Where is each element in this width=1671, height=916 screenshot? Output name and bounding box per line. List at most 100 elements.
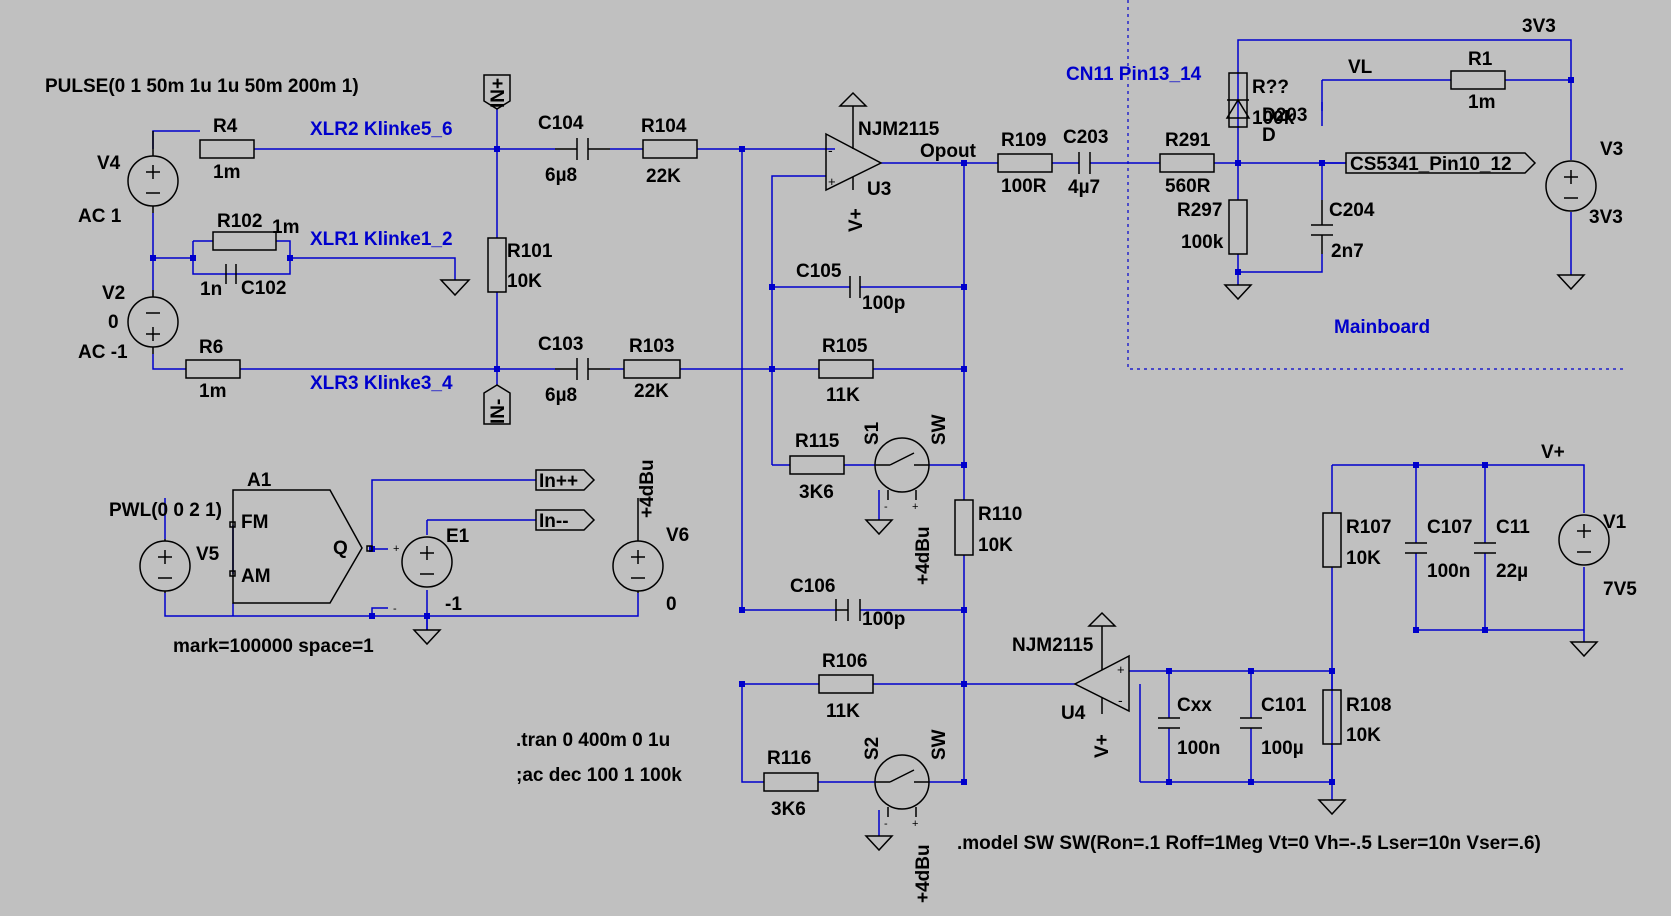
- v5-name: V5: [196, 544, 220, 565]
- opamp-labels: NJM2115 U3 V+ NJM2115 U4 V+: [846, 119, 1113, 758]
- net-xlr2: XLR2 Klinke5_6: [310, 119, 453, 140]
- pwl-directive: PWL(0 0 2 1): [109, 500, 222, 521]
- r102-name: R102: [217, 211, 262, 232]
- resistor-r110[interactable]: [954, 499, 974, 556]
- resistor-r101[interactable]: [487, 237, 507, 293]
- capacitor-c101[interactable]: [1240, 717, 1262, 729]
- supply-arrow-u3: [838, 91, 868, 120]
- v2-name: V2: [102, 283, 125, 304]
- source-v2[interactable]: [127, 290, 179, 354]
- c101-name: C101: [1261, 695, 1307, 716]
- source-v6[interactable]: [612, 498, 664, 593]
- svg-text:+: +: [912, 818, 918, 830]
- opamp-u4[interactable]: + -: [1073, 640, 1130, 714]
- a1-q: Q: [333, 538, 348, 559]
- resistor-r115[interactable]: [789, 455, 845, 475]
- resistor-r102[interactable]: [212, 231, 277, 251]
- junction-dot: [1329, 779, 1335, 785]
- net-opout: Opout: [920, 141, 977, 162]
- s2-name: S2: [862, 737, 883, 760]
- ground-symbol: [1223, 284, 1253, 301]
- ground-symbol: [412, 629, 442, 646]
- capacitor-cxx[interactable]: [1158, 717, 1180, 729]
- capacitor-c106[interactable]: [835, 599, 861, 621]
- source-v4[interactable]: [127, 131, 179, 213]
- junction-dot: [1319, 160, 1325, 166]
- c104-value: 6µ8: [545, 165, 577, 186]
- v3-value: 3V3: [1589, 207, 1623, 228]
- resistor-r106[interactable]: [818, 674, 874, 694]
- resistor-r116[interactable]: [763, 772, 819, 792]
- r106-value: 11K: [826, 701, 860, 722]
- junction-dot: [961, 160, 967, 166]
- port-in-pp: In++: [539, 471, 578, 492]
- resistor-r103[interactable]: [623, 359, 681, 379]
- resistor-r104[interactable]: [642, 139, 698, 159]
- r1-value: 1m: [1468, 92, 1495, 113]
- switch-s2[interactable]: - +: [874, 754, 930, 830]
- a1-pin-fm: [229, 521, 236, 528]
- modulator-params: mark=100000 space=1: [173, 636, 374, 657]
- c106-name: C106: [790, 576, 835, 597]
- ground-symbol: [1317, 799, 1347, 816]
- diode-d203[interactable]: [1225, 98, 1251, 119]
- resistor-labels: R4 1m R102 1m R6 1m R101 10K R104 22K R1…: [199, 49, 1495, 820]
- c203-name: C203: [1063, 127, 1108, 148]
- r116-name: R116: [767, 748, 811, 769]
- s1-name: S1: [862, 421, 883, 445]
- junction-dot: [1166, 779, 1172, 785]
- v4-name: V4: [97, 153, 121, 174]
- resistor-r1[interactable]: [1450, 70, 1506, 90]
- capacitor-c103[interactable]: [555, 358, 610, 380]
- capacitor-c104[interactable]: [555, 138, 610, 160]
- junction-dot: [1413, 462, 1419, 468]
- net-xlr1: XLR1 Klinke1_2: [310, 229, 453, 250]
- r4-name: R4: [213, 116, 238, 137]
- junction-dot: [494, 366, 500, 372]
- port-in-minus: IN-: [488, 399, 509, 424]
- resistor-r108[interactable]: [1322, 689, 1342, 745]
- resistor-r4[interactable]: [199, 139, 255, 159]
- opamps: - + + -: [825, 120, 1130, 714]
- opamp-u3[interactable]: - +: [825, 120, 883, 192]
- r104-value: 22K: [646, 166, 681, 187]
- r297-value: 100k: [1181, 232, 1224, 253]
- resistor-r105[interactable]: [818, 359, 874, 379]
- r6-name: R6: [199, 337, 223, 358]
- junction-dot: [1568, 77, 1574, 83]
- source-e1[interactable]: + -: [393, 536, 453, 615]
- junction-dot: [287, 255, 293, 261]
- r108-name: R108: [1346, 695, 1391, 716]
- port-plus4dbu-s2: +4dBu: [913, 844, 934, 903]
- net-cn11: CN11 Pin13_14: [1066, 64, 1202, 85]
- source-v1[interactable]: [1558, 514, 1610, 566]
- tran-directive: .tran 0 400m 0 1u: [516, 730, 670, 751]
- r291-name: R291: [1165, 130, 1211, 151]
- resistor-r107[interactable]: [1322, 512, 1342, 568]
- c106-value: 100p: [862, 609, 905, 630]
- e1-name: E1: [446, 526, 470, 547]
- resistor-r297[interactable]: [1228, 199, 1248, 255]
- source-v5[interactable]: [139, 539, 191, 593]
- r110-name: R110: [978, 504, 1022, 525]
- switch-s1[interactable]: - +: [874, 437, 930, 513]
- capacitor-c204[interactable]: [1311, 200, 1333, 254]
- modulator-a1[interactable]: [229, 489, 373, 604]
- capacitor-c102[interactable]: [225, 264, 237, 284]
- resistor-r6[interactable]: [185, 359, 241, 379]
- ac-directive: ;ac dec 100 1 100k: [516, 765, 682, 786]
- junction-dot: [961, 681, 967, 687]
- capacitor-c11[interactable]: [1474, 542, 1496, 554]
- resistor-r291[interactable]: [1159, 153, 1215, 173]
- capacitor-c107[interactable]: [1405, 542, 1427, 554]
- v6-value: 0: [666, 594, 677, 615]
- junction-dot: [961, 366, 967, 372]
- rail-3v3: 3V3: [1522, 16, 1556, 37]
- resistor-r109[interactable]: [997, 153, 1053, 173]
- capacitor-c203[interactable]: [1078, 152, 1091, 174]
- c102-name: C102: [241, 278, 286, 299]
- capacitor-c105[interactable]: [849, 276, 861, 298]
- c103-name: C103: [538, 334, 583, 355]
- source-v3[interactable]: [1545, 160, 1597, 212]
- port-cs5341-flag: [1345, 152, 1537, 174]
